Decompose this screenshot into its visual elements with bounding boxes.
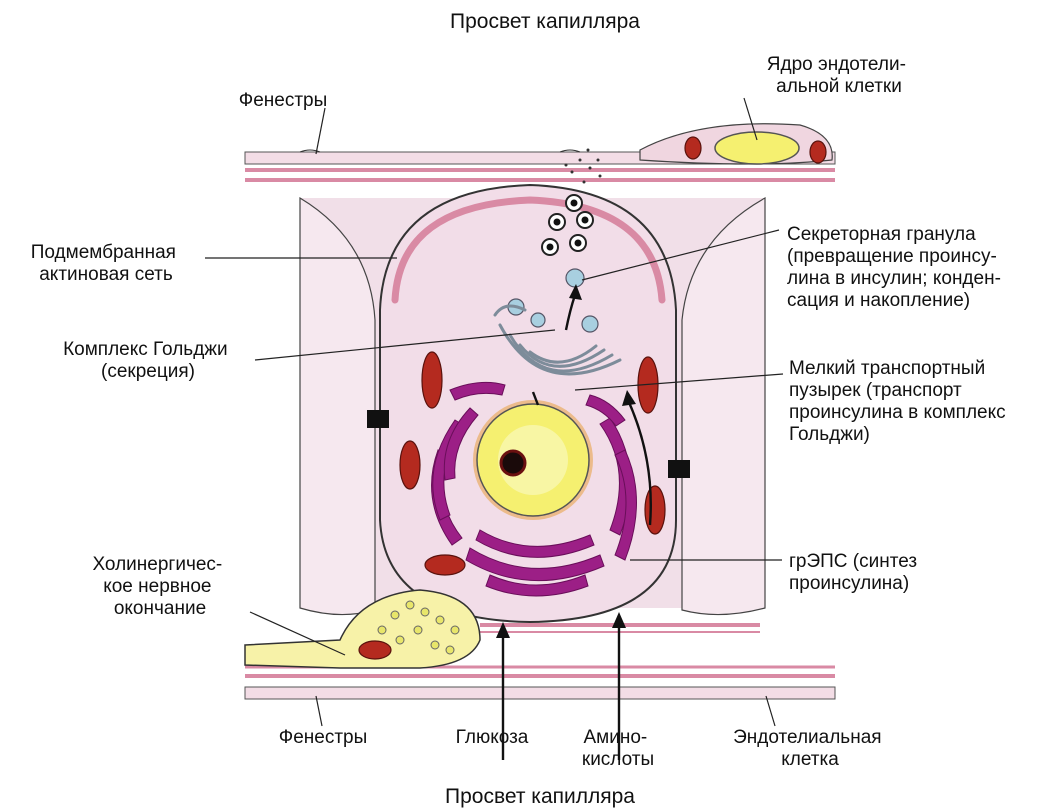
- cholinergic-ending-label: Холинергичес- кое нервное окончание: [92, 554, 227, 619]
- junction-right: [668, 460, 690, 478]
- mitochondrion: [422, 352, 442, 408]
- lumen-top-label: Просвет капилляра: [450, 10, 640, 33]
- lumen-bottom-label: Просвет капилляра: [445, 785, 635, 808]
- mitochondrion: [400, 441, 420, 489]
- endothelial-cell-top: [640, 124, 832, 164]
- transport-vesicle-label: Мелкий транспортный пузырек (транспорт п…: [789, 358, 1011, 445]
- mitochondrion: [685, 137, 701, 159]
- actin-network-label: Подмембранная актиновая сеть: [31, 242, 182, 285]
- mitochondrion: [425, 555, 465, 575]
- nucleus: [473, 400, 593, 520]
- mitochondrion: [810, 141, 826, 163]
- amino-acids-label: Амино- кислоты: [582, 727, 654, 770]
- endothelial-nucleus: [715, 132, 799, 164]
- nucleolus: [501, 451, 525, 475]
- glucose-label: Глюкоза: [456, 727, 529, 748]
- mitochondrion: [645, 486, 665, 534]
- junction-left: [367, 410, 389, 428]
- fenestrae-top-label: Фенестры: [239, 90, 328, 111]
- endothelial-nucleus-label: Ядро эндотели- альной клетки: [767, 54, 911, 97]
- golgi-label: Комплекс Гольджи (секреция): [63, 339, 233, 382]
- secretory-granule-label: Секреторная гранула (превращение проинсу…: [787, 224, 1006, 311]
- endothelial-cell-label: Эндотелиальная клетка: [733, 727, 887, 770]
- rer-label: грЭПС (синтез проинсулина): [789, 551, 922, 594]
- fenestrae-bottom-label: Фенестры: [279, 727, 368, 748]
